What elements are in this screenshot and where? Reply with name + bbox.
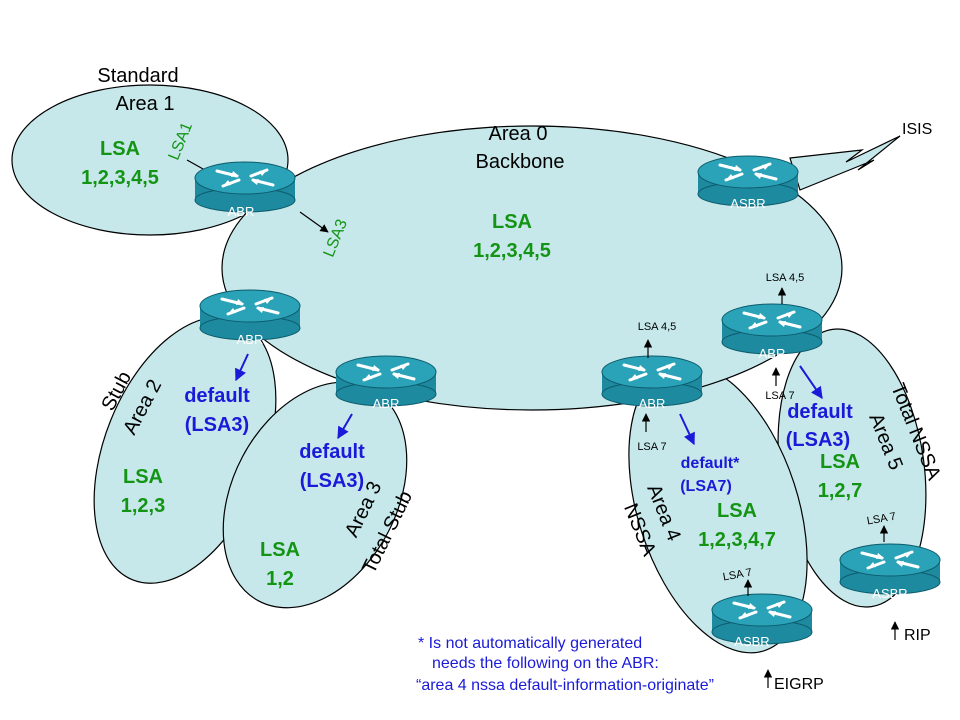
area-5-default-label: default <box>787 401 853 423</box>
abr-area2-label: ABR <box>237 332 264 347</box>
area-4-default-arrow <box>679 413 695 446</box>
asbr4-up-label: LSA 7 <box>722 567 753 584</box>
area-4-lsa-label: LSA <box>717 500 757 522</box>
abr4-in-label: LSA 7 <box>637 441 666 453</box>
abr-area4-label: ABR <box>639 396 666 411</box>
abr-area3-router[interactable]: ABR <box>334 354 438 411</box>
area-0-lsa-types: 1,2,3,4,5 <box>473 240 551 262</box>
isis-lightning-icon <box>789 135 901 191</box>
abr-area1-router[interactable]: ABR <box>193 160 297 219</box>
area-4-default-type: (LSA7) <box>680 478 732 495</box>
abr-area4-router[interactable]: ABR <box>600 354 704 411</box>
area-0-name: Area 0 <box>489 123 548 145</box>
rip-label: RIP <box>904 627 931 644</box>
area-1-type: Standard <box>97 65 178 87</box>
area-4-default-label: default* <box>681 455 740 472</box>
abr-area5-router[interactable]: ABR <box>720 302 824 361</box>
area-2-lsa-label: LSA <box>123 466 163 488</box>
eigrp-label: EIGRP <box>774 676 824 693</box>
area-1-lsa-label: LSA <box>100 138 140 160</box>
area-5-default-arrow <box>799 365 823 399</box>
abr-area3-label: ABR <box>373 396 400 411</box>
area-3-lsa-types: 1,2 <box>266 568 294 590</box>
area-4-lsa-types: 1,2,3,4,7 <box>698 529 776 551</box>
asbr-eigrp-router[interactable]: ASBR <box>710 592 814 649</box>
area-3-default-arrow <box>337 413 353 440</box>
note-line-2: needs the following on the ABR: <box>432 655 659 672</box>
asbr-eigrp-label: ASBR <box>734 634 769 649</box>
abr4-up-label: LSA 4,5 <box>638 321 677 333</box>
area-3-lsa-label: LSA <box>260 539 300 561</box>
area-2-default-type: (LSA3) <box>185 414 249 436</box>
area-1-lsa-types: 1,2,3,4,5 <box>81 167 159 189</box>
area-3-default-type: (LSA3) <box>300 470 364 492</box>
abr5-in-label: LSA 7 <box>765 390 794 402</box>
isis-label: ISIS <box>902 121 932 138</box>
asbr-isis-router[interactable]: ASBR <box>696 154 800 211</box>
area-2-default-label: default <box>184 385 250 407</box>
area-2-lsa-types: 1,2,3 <box>121 495 165 517</box>
abr-area2-router[interactable]: ABR <box>198 288 302 347</box>
area-5-default-type: (LSA3) <box>786 429 850 451</box>
area-0-lsa-label: LSA <box>492 211 532 233</box>
note-line-3: “area 4 nssa default-information-origina… <box>416 677 714 694</box>
area-1-name: Area 1 <box>116 93 175 115</box>
asbr-rip-router[interactable]: ASBR <box>838 542 942 601</box>
area-5-lsa-types: 1,2,7 <box>818 480 862 502</box>
asbr5-up-label: LSA 7 <box>866 511 897 528</box>
area-0-desc: Backbone <box>476 151 565 173</box>
lsa3-arrow <box>299 211 329 233</box>
area-0-shape <box>221 125 843 411</box>
asbr-isis-label: ASBR <box>730 196 765 211</box>
abr-area5-label: ABR <box>759 346 786 361</box>
area-3-default-label: default <box>299 441 365 463</box>
abr-area1-label: ABR <box>228 204 255 219</box>
abr5-up-label: LSA 4,5 <box>766 272 805 284</box>
area-5-lsa-label: LSA <box>820 451 860 473</box>
note-line-1: * Is not automatically generated <box>418 635 642 652</box>
asbr-rip-label: ASBR <box>872 586 907 601</box>
area-2-default-arrow <box>235 353 249 382</box>
